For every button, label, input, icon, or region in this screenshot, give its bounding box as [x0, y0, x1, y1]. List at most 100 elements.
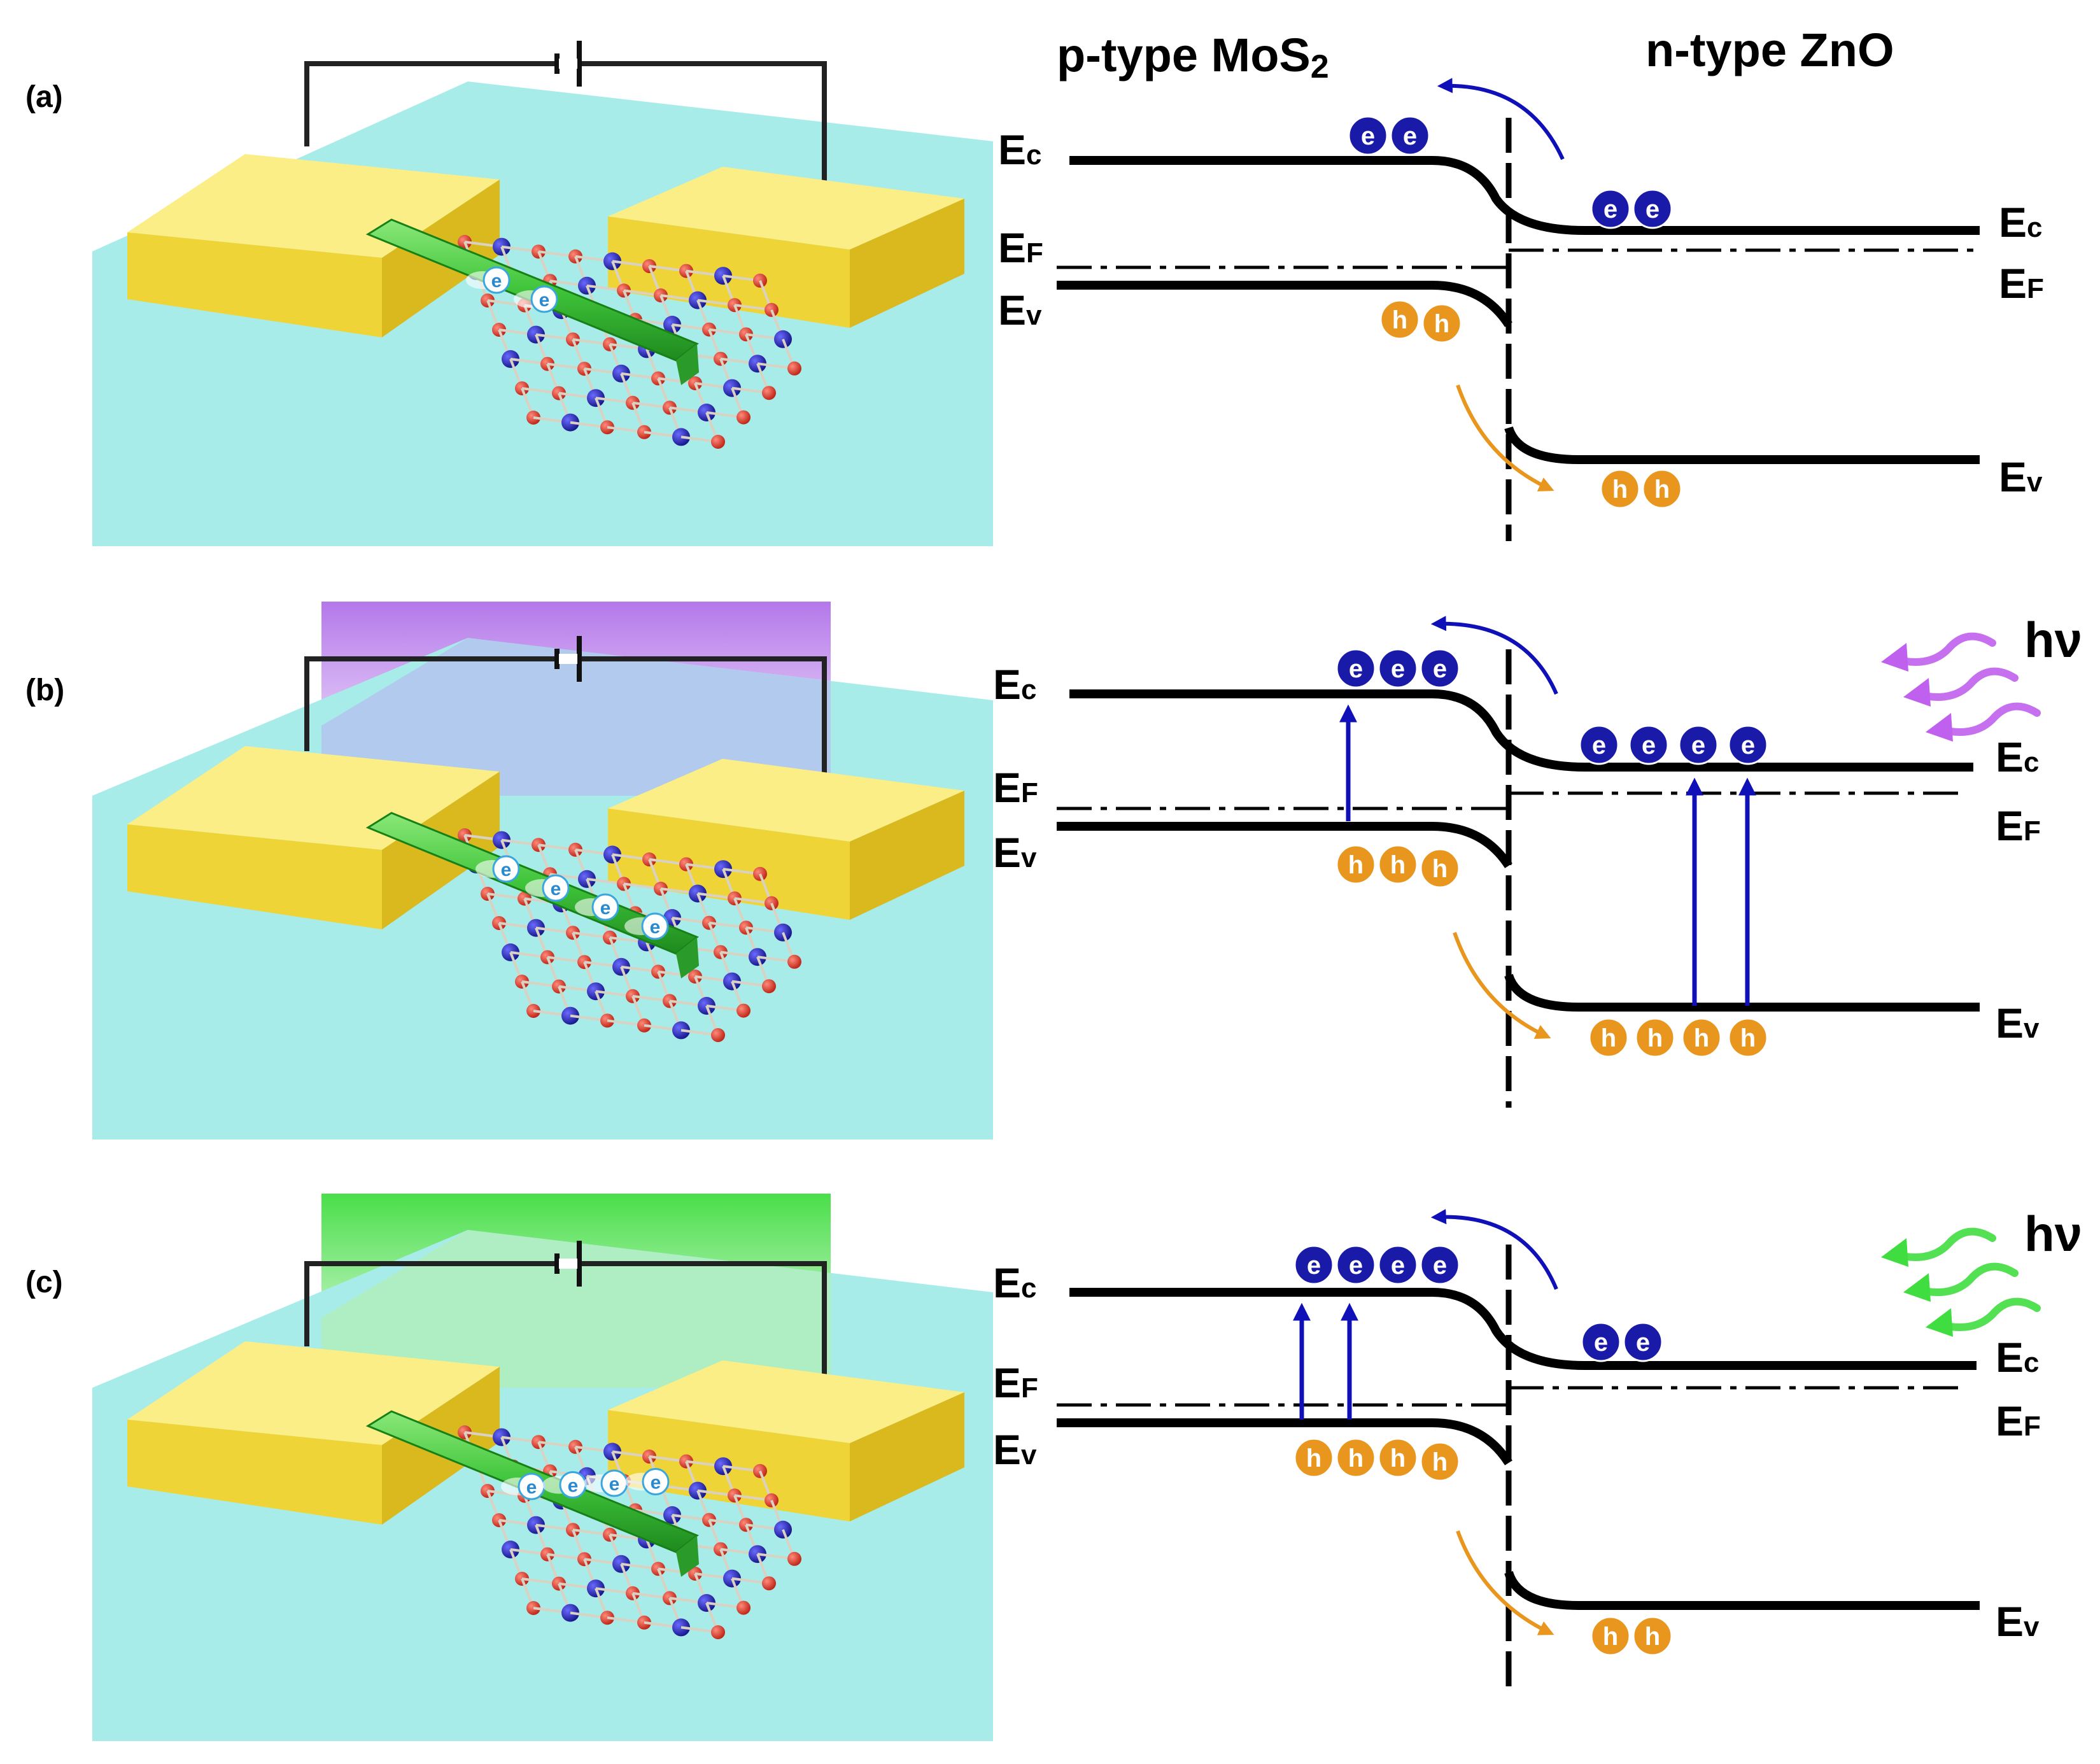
svg-text:e: e — [1433, 1252, 1447, 1280]
panel-b: (b) — [25, 602, 2082, 1140]
electron-marker: e — [1590, 188, 1631, 229]
panel-label: (b) — [25, 674, 64, 707]
svg-text:h: h — [1612, 476, 1628, 504]
nanowire-electron: e — [542, 1471, 587, 1499]
device-illustration: ee — [92, 41, 993, 546]
mos2-conduction-band — [1069, 689, 1973, 772]
electron-marker: e — [1628, 724, 1669, 765]
ef-label-left: EF — [993, 1359, 1038, 1406]
svg-text:h: h — [1694, 1024, 1709, 1052]
svg-text:h: h — [1432, 855, 1448, 883]
svg-text:e: e — [1307, 1252, 1321, 1280]
svg-text:h: h — [1390, 851, 1406, 879]
electron-marker: e — [1378, 648, 1418, 689]
hole-marker: h — [1642, 469, 1682, 509]
panel-c: (c) — [25, 1194, 2082, 1741]
ef-label-right: EF — [1996, 802, 2041, 849]
electron-marker: e — [1293, 1245, 1334, 1285]
hole-marker: h — [1335, 844, 1376, 885]
zno-valence-band — [1504, 1570, 1980, 1610]
mos2-conduction-band — [1069, 1288, 1977, 1370]
svg-text:e: e — [651, 1472, 661, 1493]
panel-label: (c) — [25, 1266, 63, 1299]
mos2-conduction-band — [1069, 156, 1980, 235]
hole-marker: h — [1335, 1437, 1376, 1478]
svg-text:e: e — [1636, 1329, 1650, 1357]
hole-marker: h — [1588, 1017, 1629, 1058]
battery-icon — [554, 41, 582, 87]
zno-nanowire — [365, 218, 699, 385]
ev-label-right: Ev — [1996, 999, 2040, 1047]
svg-text:e: e — [609, 1474, 620, 1495]
electron-marker: e — [1335, 1245, 1376, 1285]
battery-icon — [554, 1241, 582, 1287]
nanowire-electron: e — [584, 1469, 628, 1497]
electron-marker: e — [1579, 724, 1619, 765]
band-diagram: p-type MoS2 n-type ZnO Ec EF Ev Ec EF Ev… — [998, 24, 2044, 541]
svg-text:e: e — [1349, 1252, 1363, 1280]
nanowire-electron: e — [525, 874, 570, 902]
excitation-arrows — [1293, 1302, 1358, 1420]
hole-marker: h — [1378, 844, 1418, 885]
electron-marker: e — [1728, 724, 1768, 765]
hole-marker: h — [1420, 848, 1460, 889]
svg-text:e: e — [539, 290, 550, 311]
excitation-arrows — [1339, 704, 1756, 1006]
hole-marker: h — [1635, 1017, 1675, 1058]
nanowire-electron: e — [476, 855, 520, 883]
svg-text:e: e — [1391, 1252, 1405, 1280]
svg-text:e: e — [600, 898, 611, 919]
electron-marker: e — [1420, 1245, 1460, 1285]
svg-text:e: e — [1691, 731, 1705, 759]
electron-flow-arrow — [1430, 1209, 1558, 1290]
hole-marker: h — [1421, 303, 1462, 344]
electron-flow-arrow — [1430, 616, 1558, 695]
svg-text:h: h — [1392, 306, 1407, 334]
svg-text:e: e — [1349, 655, 1363, 683]
ec-label-right: Ec — [1996, 733, 2040, 780]
ev-label-right: Ev — [1996, 1598, 2040, 1645]
svg-text:h: h — [1603, 1623, 1618, 1651]
battery-icon — [554, 636, 582, 682]
svg-text:h: h — [1601, 1024, 1616, 1052]
nanowire-electron: e — [466, 266, 511, 294]
svg-text:e: e — [568, 1476, 579, 1497]
hole-marker: h — [1379, 299, 1420, 340]
electron-marker: e — [1348, 115, 1388, 156]
n-type-header: n-type ZnO — [1645, 24, 1894, 76]
svg-text:e: e — [501, 859, 512, 880]
ev-label-left: Ev — [993, 829, 1037, 876]
mos2-valence-band — [1057, 822, 1512, 868]
ev-label-left: Ev — [998, 286, 1042, 334]
svg-text:h: h — [1432, 1448, 1448, 1476]
zno-valence-band — [1504, 426, 1980, 464]
svg-text:e: e — [1642, 731, 1656, 759]
ef-label-left: EF — [993, 764, 1038, 811]
electron-flow-arrow — [1437, 78, 1565, 160]
hole-marker: h — [1420, 1441, 1460, 1482]
ec-label-right: Ec — [1999, 199, 2043, 246]
svg-text:h: h — [1306, 1444, 1321, 1472]
p-type-header: p-type MoS2 — [1057, 29, 1329, 85]
electron-marker: e — [1378, 1245, 1418, 1285]
photon-label: hν — [2024, 612, 2082, 668]
svg-text:e: e — [526, 1477, 537, 1498]
energy-labels: Ec EF Ev Ec EF Ev — [993, 1259, 2041, 1645]
svg-text:e: e — [650, 917, 661, 938]
ec-label-left: Ec — [993, 661, 1037, 708]
svg-text:e: e — [1361, 122, 1375, 150]
ec-label-left: Ec — [993, 1259, 1037, 1306]
energy-labels: Ec EF Ev Ec EF Ev — [998, 126, 2044, 500]
ef-label-right: EF — [1996, 1397, 2041, 1444]
svg-text:h: h — [1390, 1444, 1406, 1472]
svg-text:e: e — [1592, 731, 1606, 759]
panel-a: (a) ee — [25, 24, 2044, 546]
electron-marker: e — [1623, 1322, 1663, 1362]
hole-marker: h — [1632, 1616, 1673, 1656]
svg-text:e: e — [491, 271, 502, 292]
electron-marker: e — [1581, 1322, 1621, 1362]
svg-text:h: h — [1645, 1623, 1660, 1651]
hole-flow-arrow — [1456, 385, 1554, 491]
ev-label-left: Ev — [993, 1426, 1037, 1473]
